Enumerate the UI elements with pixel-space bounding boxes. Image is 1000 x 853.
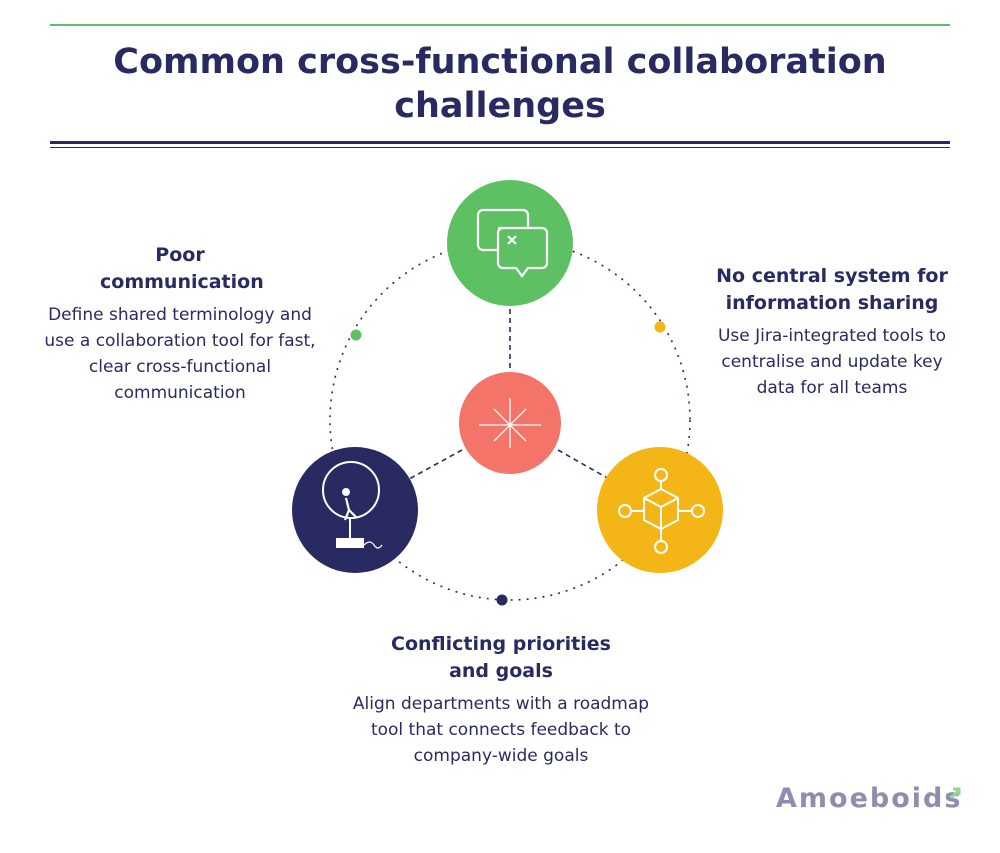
challenge-description: Align departments with a roadmap tool th… xyxy=(352,694,650,766)
challenge-heading: No central system for information sharin… xyxy=(716,265,948,314)
green-dot xyxy=(350,329,362,341)
title-divider-thin xyxy=(50,147,950,148)
yellow-dot xyxy=(654,321,666,333)
amoeboids-logo: Amoeboids xyxy=(776,783,963,814)
dotted-ring xyxy=(329,239,691,601)
network-cube-icon xyxy=(597,447,723,573)
challenge-central-system: No central system for information sharin… xyxy=(706,263,958,401)
navy-dot xyxy=(496,594,508,606)
challenge-description: Define shared terminology and use a coll… xyxy=(44,305,316,403)
challenge-poor-communication: Poor communication Define shared termino… xyxy=(40,242,320,406)
hamster-wheel-icon xyxy=(292,447,418,573)
challenge-description: Use Jira-integrated tools to centralise … xyxy=(717,326,947,398)
challenge-conflicting-priorities: Conflicting priorities and goals Align d… xyxy=(340,631,662,769)
connector xyxy=(399,449,463,485)
starburst-icon xyxy=(459,372,561,474)
page-title: Common cross-functional collaboration ch… xyxy=(113,42,887,126)
title-divider xyxy=(50,141,950,144)
top-divider xyxy=(50,24,950,26)
challenge-heading: Poor communication xyxy=(100,244,264,293)
chat-bubbles-icon xyxy=(447,180,573,306)
challenge-heading: Conflicting priorities and goals xyxy=(391,633,611,682)
